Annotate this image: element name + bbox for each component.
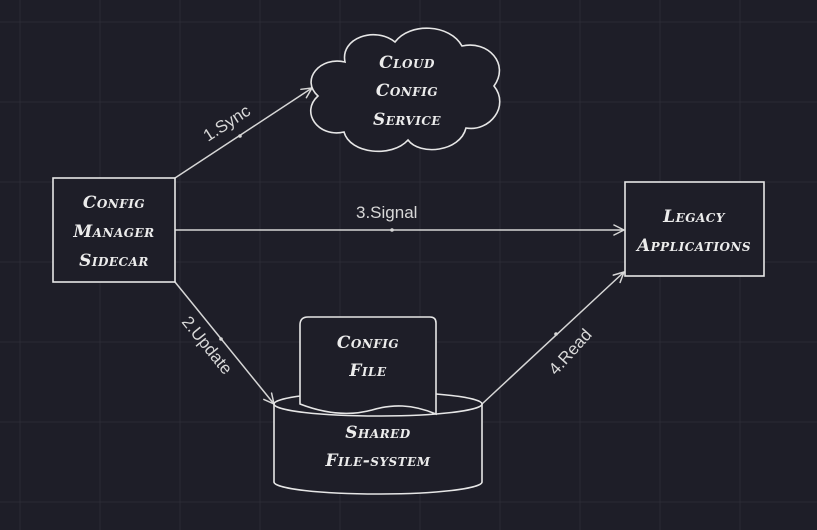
config-manager-box (52, 177, 176, 283)
cloud-shape (309, 27, 501, 153)
legacy-applications-node[interactable]: Legacy Applications (624, 181, 765, 277)
document-shape (299, 316, 437, 416)
edge-signal[interactable]: 3.Signal (175, 203, 625, 236)
legacy-applications-box (624, 181, 765, 277)
edge-read-label: 4.Read (545, 325, 596, 378)
config-file-label-line-2: File (348, 361, 387, 381)
config-manager-label-line-3: Sidecar (79, 251, 149, 271)
cloud-config-service-node[interactable]: Cloud Config Service (309, 27, 501, 153)
cloud-label-line-1: Cloud (379, 53, 435, 73)
config-file-node[interactable]: Config File (299, 316, 437, 416)
edge-sync-label: 1.Sync (200, 101, 254, 146)
config-file-label-line-1: Config (337, 333, 399, 353)
legacy-applications-label-line-1: Legacy (662, 207, 726, 227)
shared-filesystem-label-line-2: File-system (324, 451, 430, 471)
cloud-label-line-2: Config (376, 81, 438, 101)
legacy-applications-label-line-2: Applications (635, 236, 751, 256)
shared-filesystem-labels: Shared File-system (324, 423, 430, 471)
config-manager-label-line-1: Config (83, 193, 145, 213)
cylinder-body (273, 404, 483, 495)
edge-read[interactable]: 4.Read (481, 271, 625, 405)
shared-filesystem-label-line-1: Shared (345, 423, 411, 443)
edge-signal-label: 3.Signal (356, 203, 417, 222)
config-manager-label-line-2: Manager (72, 222, 154, 242)
edge-update[interactable]: 2.Update (174, 281, 275, 405)
cloud-label-line-3: Service (373, 110, 441, 130)
config-manager-sidecar-node[interactable]: Config Manager Sidecar (52, 177, 176, 283)
